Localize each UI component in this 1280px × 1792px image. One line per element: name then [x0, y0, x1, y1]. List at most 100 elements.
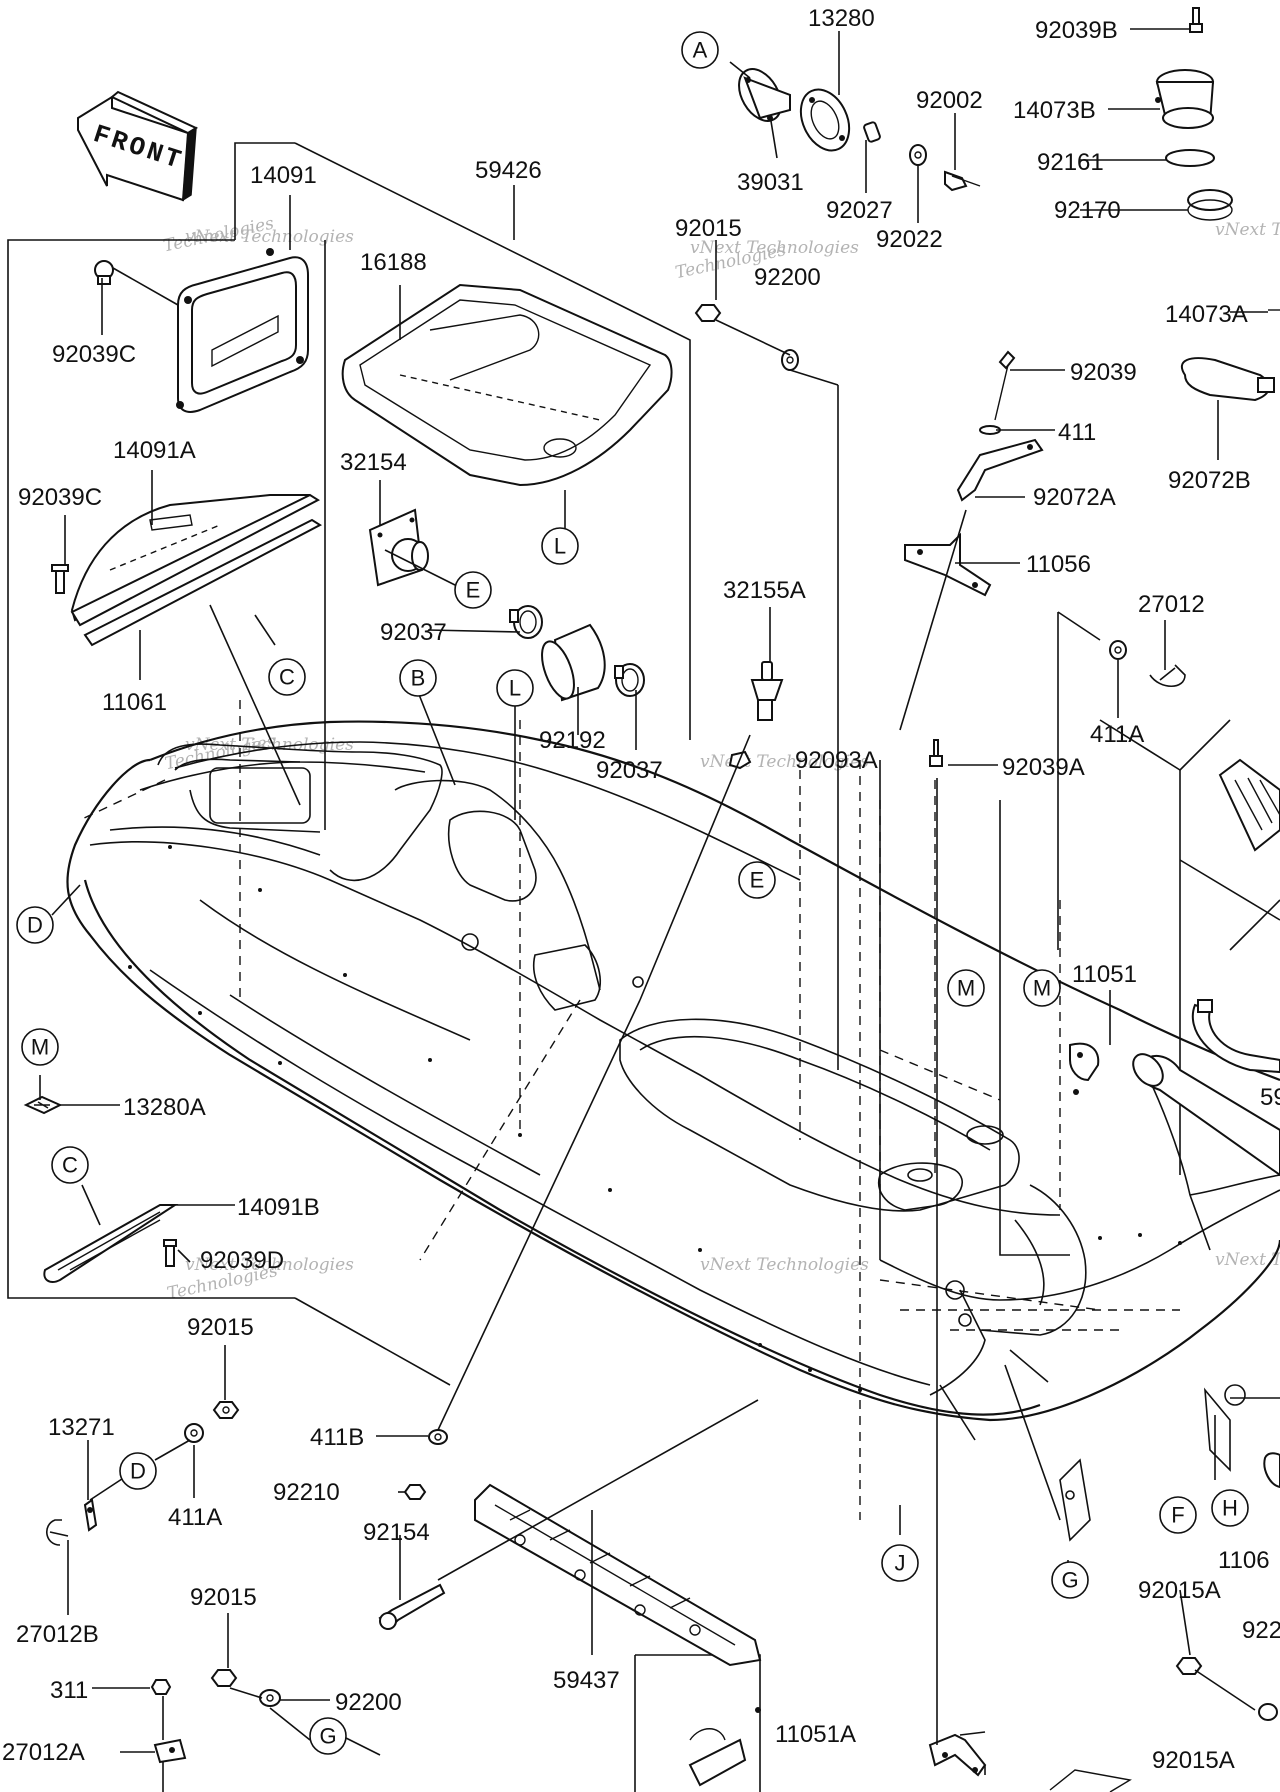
watermark-text: vNext Technologies [700, 1255, 869, 1275]
part-92015-nut-top [694, 304, 722, 322]
label-92161: 92161 [1037, 149, 1104, 176]
callout-m-mid1: M [957, 976, 975, 1001]
callout-j: J [895, 1551, 906, 1576]
label-92027: 92027 [826, 197, 893, 224]
part-92039c-screw-1 [94, 260, 179, 306]
hull-assembly [66, 700, 1280, 1542]
callout-g-bottom: G [319, 1724, 336, 1749]
label-14073a: 14073A [1165, 301, 1248, 328]
part-92027-spacer [863, 121, 881, 143]
label-27012a: 27012A [2, 1739, 85, 1766]
part-92170-clamp [1187, 189, 1233, 221]
hull-rivets [128, 845, 1182, 1392]
callout-c-bottom: C [62, 1153, 78, 1178]
label-92037-2: 92037 [596, 757, 663, 784]
label-92210: 92210 [273, 1479, 340, 1506]
part-311-nut [150, 1679, 172, 1695]
label-92015a-2: 92015A [1152, 1747, 1235, 1774]
part-14091-cover [176, 248, 309, 413]
label-13280: 13280 [808, 5, 875, 32]
label-14091b: 14091B [237, 1194, 320, 1221]
label-32155a: 32155A [723, 577, 806, 604]
part-27012-clip [1149, 664, 1186, 688]
part-92037-clamp-1 [509, 605, 543, 639]
part-92015-nut-1 [212, 1401, 240, 1419]
part-92072b-strap [1180, 357, 1275, 402]
part-92037-clamp-2 [614, 663, 645, 697]
part-92039d-screw [163, 1239, 177, 1267]
label-92072b: 92072B [1168, 467, 1251, 494]
label-11051: 11051 [1072, 961, 1137, 988]
label-311: 311 [50, 1677, 88, 1704]
part-92072a-bracket [956, 438, 1044, 502]
label-11061: 11061 [102, 689, 167, 716]
label-92154: 92154 [363, 1519, 430, 1546]
callout-e-mid: E [750, 868, 765, 893]
part-92192-hose [541, 623, 606, 702]
label-92039a: 92039A [1002, 754, 1085, 781]
callout-d-bottom: D [130, 1459, 146, 1484]
label-14091: 14091 [250, 162, 317, 189]
part-11051-plate [1069, 1042, 1100, 1095]
callout-f: F [1171, 1503, 1184, 1528]
part-right-grille [1218, 758, 1280, 852]
label-92002: 92002 [916, 87, 983, 114]
part-14091b-cover [43, 1204, 179, 1283]
label-16188: 16188 [360, 249, 427, 276]
part-14091a-cover [70, 493, 323, 647]
label-27012b: 27012B [16, 1621, 99, 1648]
part-13280-ring [799, 88, 851, 152]
label-92015-top: 92015 [675, 215, 742, 242]
label-92039: 92039 [1070, 359, 1137, 386]
part-92039a-bolt [929, 739, 943, 767]
label-92039c-2: 92039C [18, 484, 102, 511]
part-32154-vent [368, 508, 429, 587]
callout-a: A [693, 38, 708, 63]
label-92192: 92192 [539, 727, 606, 754]
part-11056-bracket [904, 532, 992, 597]
label-59426: 59426 [475, 157, 542, 184]
label-92072a: 92072A [1033, 484, 1116, 511]
part-27012b-clip [46, 1519, 69, 1546]
label-92170: 92170 [1054, 197, 1121, 224]
watermark-text: vNext Technologies [1215, 1250, 1280, 1270]
part-1106x [1263, 1452, 1280, 1489]
part-11051a-bracket [928, 1733, 987, 1777]
label-11056: 11056 [1026, 551, 1091, 578]
part-411a-washer-left [184, 1423, 204, 1443]
label-92039d: 92039D [200, 1247, 284, 1274]
label-92200-top: 92200 [754, 264, 821, 291]
callout-d-top: D [27, 913, 43, 938]
part-92039-bolt [994, 350, 1016, 421]
watermark-text: vNext Technologies [185, 227, 354, 247]
label-92037-1: 92037 [380, 619, 447, 646]
part-16188-tray [341, 283, 673, 487]
part-92039b-screw [1189, 7, 1203, 33]
label-92200-left: 92200 [335, 1689, 402, 1716]
part-92002-bolt [944, 170, 981, 192]
part-bottom-right-plate [1049, 1769, 1132, 1792]
part-92015-nut-2 [210, 1669, 238, 1687]
part-13280a-label [23, 1095, 63, 1115]
callout-l-top: L [554, 534, 566, 559]
part-92161-ring [1165, 149, 1215, 167]
label-411a-right: 411A [1090, 721, 1144, 748]
label-39031: 39031 [737, 169, 804, 196]
label-92039c-1: 92039C [52, 341, 136, 368]
label-92093a: 92093A [795, 747, 878, 774]
label-14073b: 14073B [1013, 97, 1096, 124]
label-59437: 59437 [553, 1667, 620, 1694]
callout-m-left: M [31, 1035, 49, 1060]
label-411b: 411B [310, 1424, 364, 1451]
part-13271-bracket [83, 1498, 98, 1532]
label-92015a-1: 92015A [1138, 1577, 1221, 1604]
label-32154: 32154 [340, 449, 407, 476]
watermark-text: vNext Technologies [690, 238, 859, 258]
part-right-pipe [1132, 1053, 1280, 1177]
part-32155a-fitting [750, 661, 784, 721]
label-411a-left: 411A [168, 1504, 222, 1531]
part-92210-nut [403, 1484, 427, 1500]
part-59437-grate [474, 1483, 762, 1667]
part-39031-cover [738, 68, 791, 122]
